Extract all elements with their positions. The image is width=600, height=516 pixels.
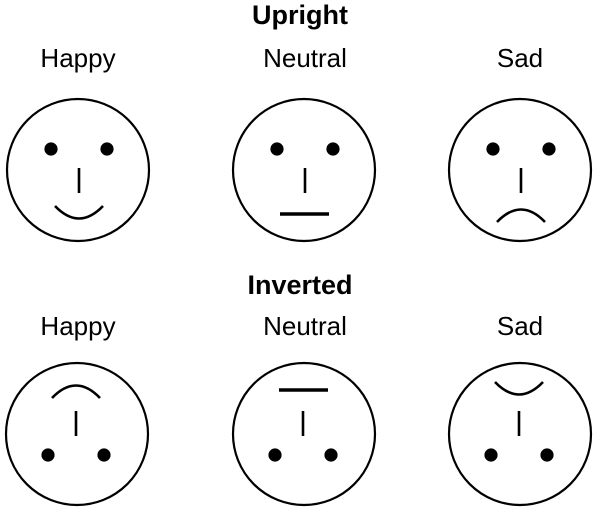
left-eye-icon <box>97 448 111 462</box>
right-eye-icon <box>41 448 55 462</box>
face-outline-icon <box>447 361 593 507</box>
left-eye-icon <box>324 448 338 462</box>
section-title-inverted: Inverted <box>247 270 353 300</box>
right-eye-icon <box>542 142 556 156</box>
face-inverted-happy <box>4 361 150 507</box>
face-label-upright-sad: Sad <box>496 43 544 73</box>
left-eye-icon <box>270 142 284 156</box>
mouth-smile-icon <box>54 205 104 220</box>
right-eye-icon <box>326 142 340 156</box>
section-title-upright: Upright <box>252 0 348 30</box>
face-outline-icon <box>447 97 593 243</box>
mouth-frown-icon <box>494 381 544 396</box>
mouth-frown-icon <box>496 208 546 223</box>
face-label-upright-happy: Happy <box>40 43 116 73</box>
right-eye-icon <box>484 448 498 462</box>
face-label-inverted-neutral: Neutral <box>263 311 347 341</box>
right-eye-icon <box>100 142 114 156</box>
face-upright-neutral <box>231 97 377 243</box>
face-label-inverted-sad: Sad <box>496 311 544 341</box>
face-inverted-sad <box>447 361 593 507</box>
face-outline-icon <box>4 361 150 507</box>
face-outline-icon <box>5 97 151 243</box>
face-outline-icon <box>231 97 377 243</box>
face-outline-icon <box>231 361 377 507</box>
right-eye-icon <box>268 448 282 462</box>
face-upright-sad <box>447 97 593 243</box>
face-label-inverted-happy: Happy <box>40 311 116 341</box>
left-eye-icon <box>44 142 58 156</box>
left-eye-icon <box>486 142 500 156</box>
face-upright-happy <box>5 97 151 243</box>
face-label-upright-neutral: Neutral <box>263 43 347 73</box>
mouth-smile-icon <box>51 384 101 399</box>
left-eye-icon <box>540 448 554 462</box>
face-inverted-neutral <box>231 361 377 507</box>
